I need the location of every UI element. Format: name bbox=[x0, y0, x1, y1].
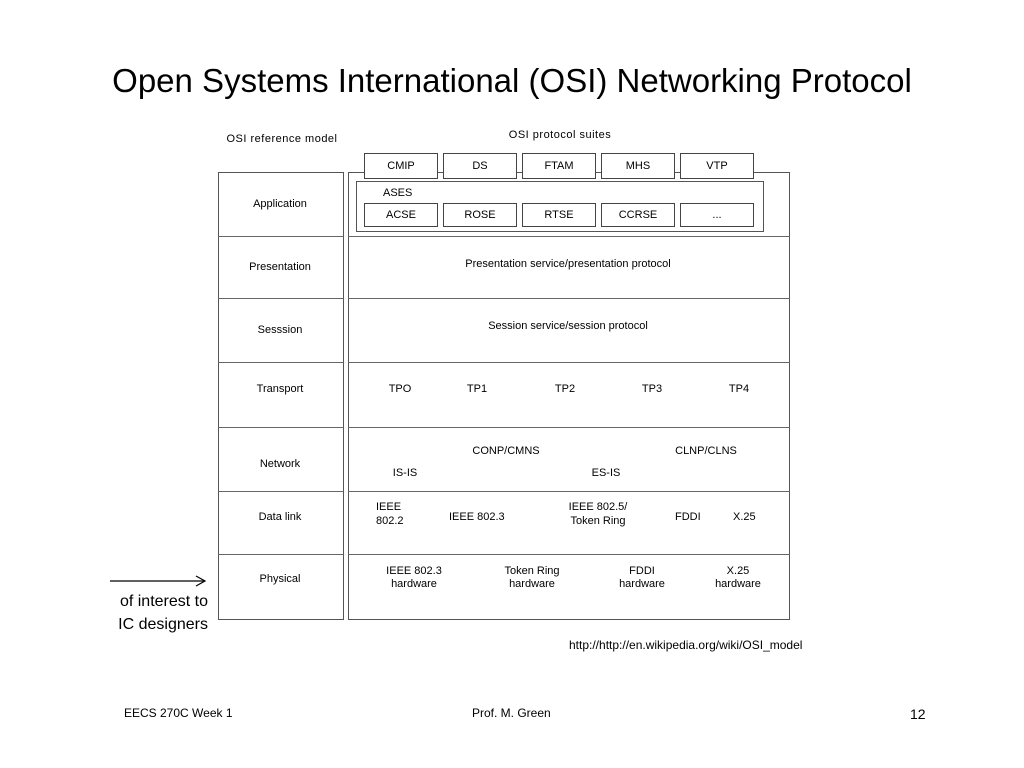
datalink-ieee8022-line1: IEEE bbox=[376, 501, 402, 513]
ases-rtse: RTSE bbox=[522, 203, 596, 227]
divider bbox=[218, 427, 344, 428]
physical-fddi-line1: FDDI bbox=[629, 565, 655, 577]
divider bbox=[218, 236, 344, 237]
datalink-ieee8023: IEEE 802.3 bbox=[449, 511, 505, 523]
protocol-suites-header: OSI protocol suites bbox=[508, 129, 612, 141]
physical-x25-line2: hardware bbox=[715, 578, 761, 590]
network-esis: ES-IS bbox=[591, 467, 621, 479]
datalink-ieee8022-line2: 802.2 bbox=[376, 515, 404, 527]
presentation-protocol: Presentation service/presentation protoc… bbox=[465, 257, 671, 270]
physical-ieee8023-line2: hardware bbox=[391, 578, 437, 590]
session-protocol: Session service/session protocol bbox=[488, 319, 648, 332]
ases-more: ... bbox=[680, 203, 754, 227]
footer-course: EECS 270C Week 1 bbox=[124, 706, 233, 720]
ases-ccrse: CCRSE bbox=[601, 203, 675, 227]
ases-acse: ACSE bbox=[364, 203, 438, 227]
network-conp: CONP/CMNS bbox=[472, 445, 540, 457]
divider bbox=[218, 362, 344, 363]
page-number: 12 bbox=[910, 706, 926, 722]
datalink-x25: X.25 bbox=[733, 511, 756, 523]
network-isis: IS-IS bbox=[392, 467, 418, 479]
physical-ieee8023-line1: IEEE 802.3 bbox=[386, 565, 442, 577]
divider bbox=[218, 554, 344, 555]
suite-mhs: MHS bbox=[601, 153, 675, 179]
physical-fddi-line2: hardware bbox=[619, 578, 665, 590]
annotation-line1: of interest to bbox=[119, 593, 208, 610]
divider bbox=[348, 554, 790, 555]
physical-tokenring-line1: Token Ring bbox=[504, 565, 560, 577]
layer-transport: Transport bbox=[256, 382, 304, 395]
layer-presentation: Presentation bbox=[249, 260, 311, 273]
protocol-suites-column bbox=[348, 172, 790, 620]
datalink-fddi: FDDI bbox=[675, 511, 701, 523]
suite-ds: DS bbox=[443, 153, 517, 179]
ases-label: ASES bbox=[383, 187, 413, 199]
divider bbox=[348, 362, 790, 363]
datalink-ieee8025-line1: IEEE 802.5/ bbox=[568, 501, 628, 513]
layer-data-link: Data link bbox=[258, 510, 302, 523]
ases-rose: ROSE bbox=[443, 203, 517, 227]
slide-title: Open Systems International (OSI) Network… bbox=[112, 62, 912, 99]
divider bbox=[348, 427, 790, 428]
annotation-line2: IC designers bbox=[118, 616, 208, 633]
divider bbox=[218, 298, 344, 299]
layer-physical: Physical bbox=[259, 572, 301, 585]
suite-vtp: VTP bbox=[680, 153, 754, 179]
transport-tp3: TP3 bbox=[641, 383, 663, 395]
transport-tp1: TP1 bbox=[466, 383, 488, 395]
footer-author: Prof. M. Green bbox=[472, 706, 551, 720]
transport-tp2: TP2 bbox=[554, 383, 576, 395]
divider bbox=[348, 236, 790, 237]
layer-network: Network bbox=[259, 457, 301, 470]
layer-application: Application bbox=[253, 197, 307, 210]
divider bbox=[348, 298, 790, 299]
layer-session: Sesssion bbox=[257, 323, 303, 336]
divider bbox=[348, 491, 790, 492]
suite-cmip: CMIP bbox=[364, 153, 438, 179]
network-clnp: CLNP/CLNS bbox=[675, 445, 737, 457]
right-arrow-icon bbox=[110, 575, 207, 587]
source-link[interactable]: http://http://en.wikipedia.org/wiki/OSI_… bbox=[569, 638, 803, 652]
transport-tp4: TP4 bbox=[728, 383, 750, 395]
reference-model-header: OSI reference model bbox=[222, 133, 342, 146]
reference-model-header-text: OSI reference model bbox=[226, 133, 338, 145]
physical-tokenring-line2: hardware bbox=[509, 578, 555, 590]
reference-model-column bbox=[218, 172, 344, 620]
physical-x25-line1: X.25 bbox=[726, 565, 750, 577]
suite-ftam: FTAM bbox=[522, 153, 596, 179]
divider bbox=[218, 491, 344, 492]
transport-tp0: TPO bbox=[388, 383, 412, 395]
datalink-ieee8025-line2: Token Ring bbox=[570, 515, 626, 527]
